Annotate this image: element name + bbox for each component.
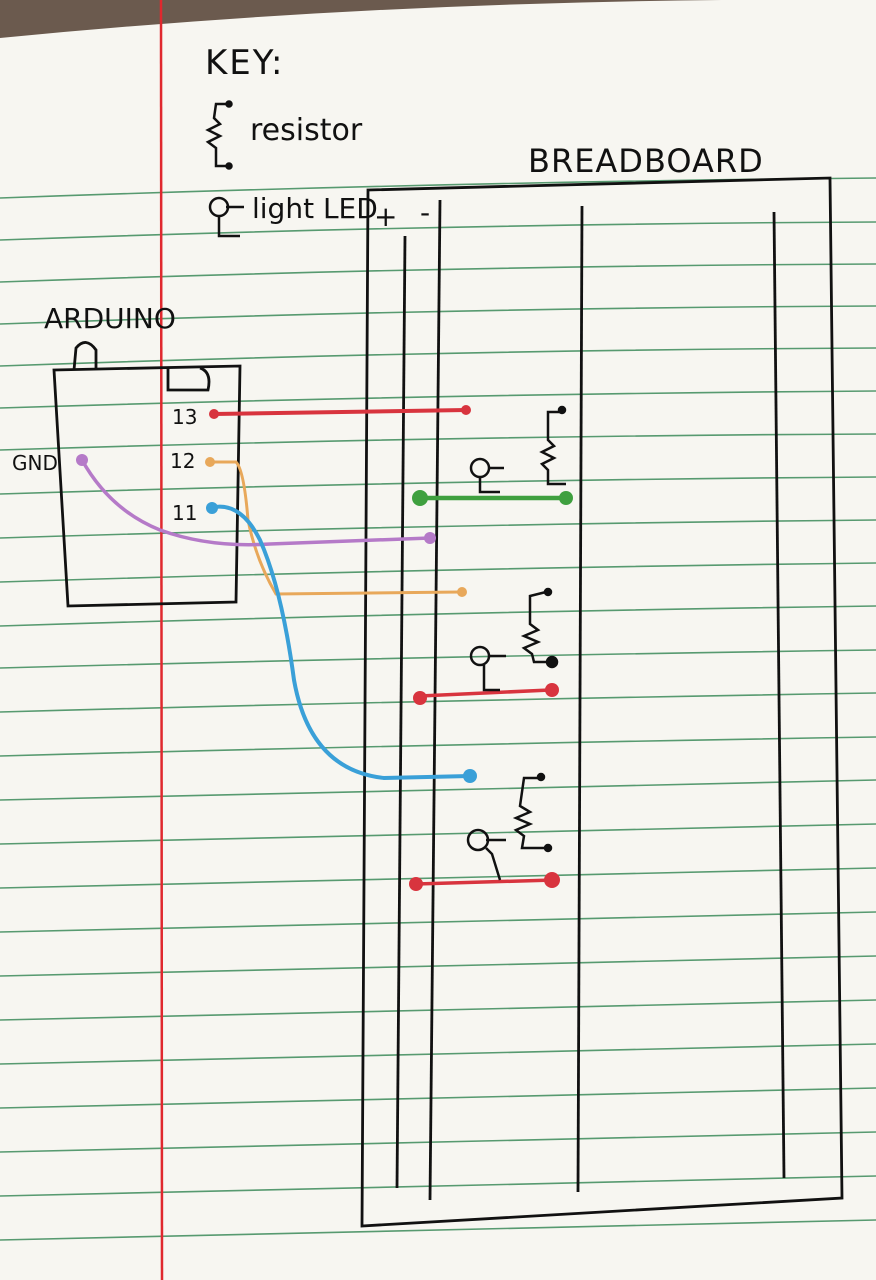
key-title: KEY: [205,43,285,83]
wire-green-row1 [412,490,573,506]
led-1 [469,457,504,494]
wire-red-row2 [413,683,559,705]
resistor-3 [512,772,553,853]
pin-label-13: 13 [172,405,197,429]
margin-line [159,0,164,1280]
resistor-2 [520,587,559,669]
wire-blue-pin11 [206,502,477,783]
pin-label-gnd: GND [12,451,58,475]
wire-purple-gnd [76,454,436,547]
pin-label-11: 11 [172,501,197,525]
led-key-label: light LED [252,192,378,225]
led-key-symbol [208,196,244,238]
arduino-title: ARDUINO [44,302,176,335]
resistor-key-label: resistor [250,113,363,148]
pin-label-12: 12 [170,449,195,473]
breadboard-minus-label: - [420,196,430,229]
arduino-board [52,341,242,608]
breadboard-plus-label: + [374,200,397,233]
resistor-1 [539,405,567,486]
breadboard-title: BREADBOARD [528,142,764,180]
wire-red-row3 [409,872,560,891]
led-3 [466,828,506,881]
resistor-key-symbol [205,100,233,170]
wire-red-pin13 [209,405,471,419]
breadboard-outline [360,176,844,1228]
led-2 [469,645,506,692]
